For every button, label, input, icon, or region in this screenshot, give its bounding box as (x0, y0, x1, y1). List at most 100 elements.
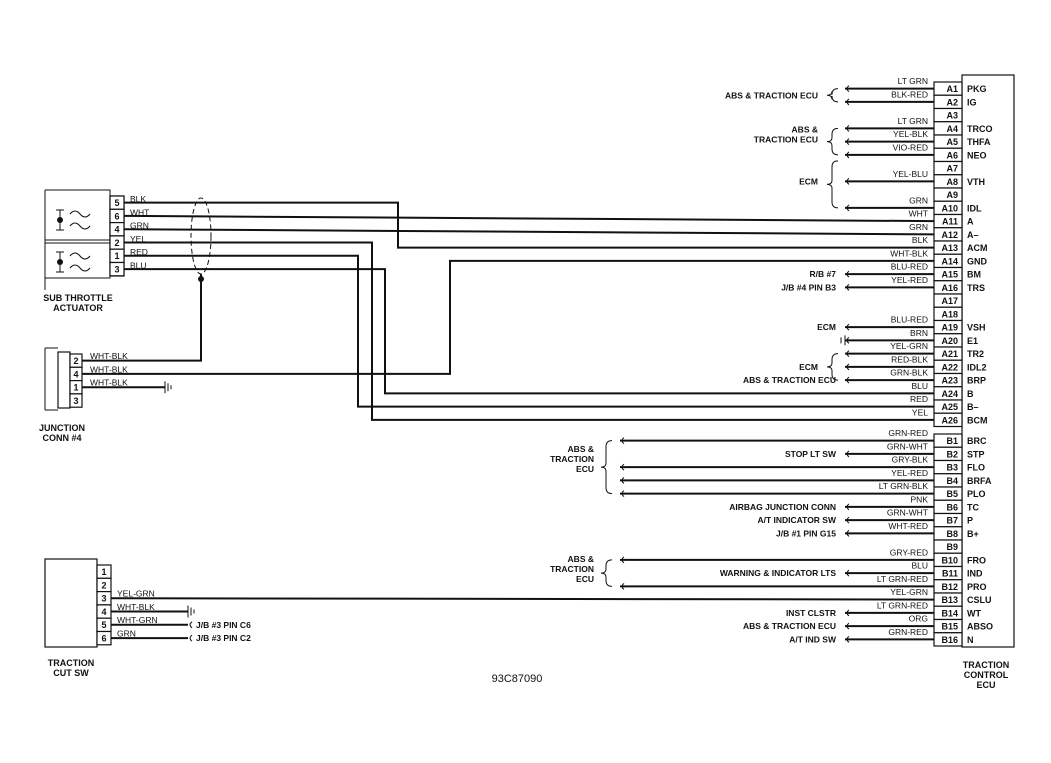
ecu-pin-label: A9 (946, 190, 958, 200)
routed-wire (123, 214, 935, 223)
ecu-pin-label: A22 (941, 362, 958, 372)
ecu-pin-label: A7 (946, 164, 958, 174)
brace-abs-traction-4 (600, 440, 613, 495)
brace-abs-traction-5 (600, 559, 613, 587)
dest-rb7: R/B #7 (810, 269, 837, 279)
ecu-pin-function: BCM (967, 415, 988, 425)
sub-throttle-pin-label: 1 (114, 251, 119, 261)
connector-chevron-icon (846, 151, 850, 159)
dest-abs-traction-ecu: ABS & (792, 124, 818, 134)
dest-at-indicator-sw: A/T INDICATOR SW (757, 515, 837, 525)
ecu-pin-function: TR2 (967, 349, 984, 359)
ecu-pin-label: B2 (946, 449, 958, 459)
dest-ecm: ECM (799, 362, 818, 372)
ecu-pin-function: TRCO (967, 124, 993, 134)
traction-cut-wire-color: YEL-GRN (117, 589, 155, 599)
sub-throttle-title-line-1: SUB THROTTLE (43, 293, 113, 303)
routed-wire (82, 259, 934, 375)
ecu-pin-function: B (967, 389, 974, 399)
ecu-pin-label: B1 (946, 436, 958, 446)
ecu-pin-function: STP (967, 449, 985, 459)
ground-icon (840, 335, 846, 346)
dest-ecm: ECM (799, 176, 818, 186)
routed-wire (124, 268, 934, 395)
connector-chevron-icon (846, 622, 850, 630)
ecu-pin-function: PLO (967, 489, 986, 499)
junction-wire-color: WHT-BLK (90, 378, 128, 388)
ecu-pin-function: BM (967, 270, 981, 280)
ecu-pin-label: A15 (941, 270, 958, 280)
ecu-wire-color: BRN (910, 328, 928, 338)
ecu-pin-label: B14 (941, 608, 958, 618)
sub-throttle-wire-color: GRN (130, 221, 149, 231)
ecu-pin-label: A12 (941, 230, 958, 240)
ecu-wire-color: YEL (912, 407, 928, 417)
connector-chevron-icon (846, 529, 850, 537)
junction-wire-color: WHT-BLK (90, 351, 128, 361)
sub-throttle-pin-label: 6 (114, 211, 119, 221)
ecu-pin-function: NEO (967, 150, 987, 160)
routed-wire (110, 597, 935, 601)
ecu-pin-function: BRP (967, 376, 986, 386)
ecu-pin-label: B11 (942, 569, 958, 579)
ecu-wire-color: WHT-RED (888, 521, 928, 531)
sub-throttle-wire-color: BLU (130, 261, 147, 271)
ecu-wire-color: BLU (911, 561, 928, 571)
ecu-pin-function: ABSO (967, 622, 993, 632)
ecu-wire-color: GRY-BLK (892, 455, 929, 465)
ground-icon (187, 605, 195, 618)
connector-chevron-icon (846, 138, 850, 145)
dest-abs-traction-ecu: ECU (576, 574, 594, 584)
ground-symbols (164, 381, 195, 618)
ecu-title-line-2: CONTROL (964, 670, 1009, 680)
traction-cut-wire-color: WHT-BLK (117, 602, 155, 612)
ecu-wire-color: GRN-WHT (887, 441, 928, 451)
connector-chevron-icon (846, 98, 850, 106)
traction-cut-sw-body (44, 558, 98, 648)
ecu-pin-function: FLO (967, 463, 985, 473)
ecu-pin-function: ACM (967, 243, 988, 253)
ecu-wire-color: LT GRN-BLK (879, 481, 929, 491)
sub-throttle-pin-label: 4 (114, 225, 119, 235)
routed-wire (123, 228, 935, 236)
dest-stop-lt-sw: STOP LT SW (785, 449, 837, 459)
ecu-pin-function: IDL2 (967, 362, 987, 372)
connector-chevron-icon (846, 569, 850, 577)
ecu-pin-function: PRO (967, 582, 987, 592)
sub-throttle-wire-color: RED (130, 247, 148, 257)
ecu-pin-label: A8 (946, 177, 958, 187)
splice-dot (198, 276, 204, 282)
traction-cut-sw-title-line-1: TRACTION (48, 658, 95, 668)
routed-wire (124, 201, 934, 249)
ecu-wire-color: GRN (909, 222, 928, 232)
ecu-wire-color: GRY-RED (890, 547, 928, 557)
ecu-wire-color: BLU-RED (891, 262, 928, 272)
traction-cut-pin-label: 2 (101, 580, 106, 590)
dest-abs-traction-ecu: ECU (576, 464, 594, 474)
connector-chevron-icon (621, 463, 625, 471)
ecu-pin-label: A24 (941, 389, 958, 399)
ecu-body (961, 74, 1015, 648)
sub-throttle-wire-color: WHT (130, 207, 149, 217)
ecu-pin-function: PKG (967, 84, 987, 94)
dest-jb1-g15: J/B #1 PIN G15 (776, 528, 836, 538)
dest-jb3-c6: J/B #3 PIN C6 (196, 620, 251, 630)
connector-chevron-icon (846, 323, 850, 331)
connector-chevron-icon (846, 503, 850, 511)
traction-cut-pin-label: 6 (101, 634, 106, 644)
sub-throttle-pin-label: 3 (114, 265, 119, 275)
brace-abs-traction-1 (826, 88, 839, 103)
ecu-pin-function: P (967, 516, 973, 526)
ecu-title-line-1: TRACTION (963, 660, 1010, 670)
dest-abs-traction-ecu: ABS & TRACTION ECU (743, 621, 836, 631)
ecu-wire-color: GRN-RED (888, 627, 928, 637)
ecu-pin-function: N (967, 635, 974, 645)
ecu-pin-function: IDL (967, 203, 982, 213)
brace-ecm-1 (826, 160, 839, 209)
traction-cut-pin-label: 1 (101, 567, 106, 577)
